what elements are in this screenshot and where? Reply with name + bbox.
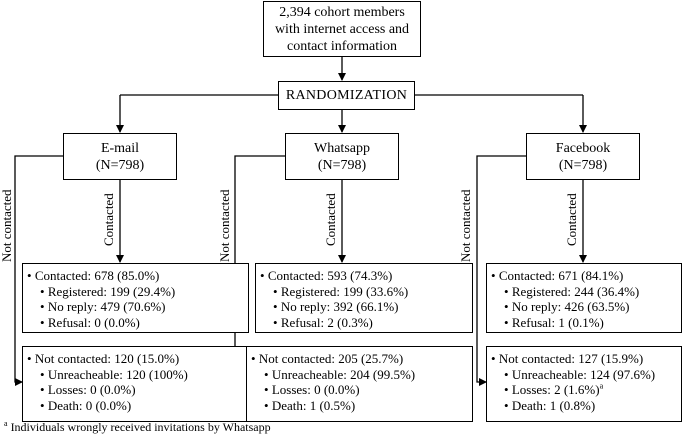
refusal-count: • Refusal: 2 (0.3%) — [273, 314, 373, 330]
contacted-total: • Contacted: 593 (74.3%) — [260, 268, 393, 283]
arm-name: Facebook — [555, 140, 611, 156]
losses-count: • Losses: 0 (0.0%) — [264, 382, 360, 397]
randomization-box: RANDOMIZATION — [278, 81, 415, 110]
footnote-text: Individuals wrongly received invitations… — [7, 420, 271, 434]
death-count: • Death: 1 (0.5%) — [264, 397, 356, 413]
arm-name: Whatsapp — [314, 140, 370, 156]
unreachable-count: • Unreacheable: 204 (99.5%) — [264, 366, 416, 382]
source-line-2: with internet access and — [274, 21, 410, 37]
no-reply-count: • No reply: 426 (63.5%) — [504, 299, 630, 314]
contacted-total: • Contacted: 678 (85.0%) — [27, 268, 160, 283]
contacted-label-email: Contacted — [101, 193, 116, 246]
no-reply-count: • No reply: 479 (70.6%) — [40, 299, 166, 314]
source-line-1: 2,394 cohort members — [279, 4, 405, 20]
not-contacted-total: • Not contacted: 120 (15.0%) — [27, 351, 180, 366]
arm-n: (N=798) — [317, 157, 367, 173]
contacted-total: • Contacted: 671 (84.1%) — [491, 268, 624, 283]
facebook-not-contacted-box: • Not contacted: 127 (15.9%) • Unreachea… — [486, 346, 682, 422]
whatsapp-contacted-box: • Contacted: 593 (74.3%) • Registered: 1… — [255, 263, 473, 333]
email-not-contacted-box: • Not contacted: 120 (15.0%) • Unreachea… — [22, 346, 249, 422]
unreachable-count: • Unreacheable: 124 (97.6%) — [504, 366, 656, 382]
death-count: • Death: 0 (0.0%) — [40, 397, 132, 413]
arm-whatsapp-box: Whatsapp (N=798) — [285, 133, 399, 180]
refusal-count: • Refusal: 1 (0.1%) — [504, 314, 604, 330]
not-contacted-total: • Not contacted: 205 (25.7%) — [251, 351, 404, 366]
death-count: • Death: 1 (0.8%) — [504, 397, 596, 413]
not-contacted-label-email: Not contacted — [0, 189, 14, 262]
footnote-marker: a — [599, 381, 604, 391]
source-line-3: contact information — [286, 38, 398, 54]
not-contacted-label-facebook: Not contacted — [458, 189, 473, 262]
losses-count: • Losses: 0 (0.0%) — [40, 382, 136, 397]
registered-count: • Registered: 244 (36.4%) — [504, 283, 640, 299]
arm-name: E-mail — [100, 140, 140, 156]
not-contacted-total: • Not contacted: 127 (15.9%) — [491, 351, 644, 366]
footnote-marker: a — [4, 419, 8, 428]
email-contacted-box: • Contacted: 678 (85.0%) • Registered: 1… — [22, 263, 249, 333]
footnote: a Individuals wrongly received invitatio… — [4, 420, 271, 435]
contacted-label-whatsapp: Contacted — [323, 193, 338, 246]
unreachable-count: • Unreacheable: 120 (100%) — [40, 366, 188, 382]
refusal-count: • Refusal: 0 (0.0%) — [40, 314, 140, 330]
whatsapp-not-contacted-box: • Not contacted: 205 (25.7%) • Unreachea… — [246, 346, 473, 422]
source-population-box: 2,394 cohort members with internet acces… — [263, 1, 421, 57]
facebook-contacted-box: • Contacted: 671 (84.1%) • Registered: 2… — [486, 263, 682, 333]
losses-count: • Losses: 2 (1.6%)a — [504, 381, 604, 397]
arm-n: (N=798) — [558, 157, 608, 173]
arm-email-box: E-mail (N=798) — [63, 133, 177, 180]
randomization-label: RANDOMIZATION — [285, 87, 408, 103]
no-reply-count: • No reply: 392 (66.1%) — [273, 299, 399, 314]
arm-facebook-box: Facebook (N=798) — [526, 133, 640, 180]
registered-count: • Registered: 199 (33.6%) — [273, 283, 409, 299]
not-contacted-label-whatsapp: Not contacted — [217, 189, 232, 262]
contacted-label-facebook: Contacted — [564, 193, 579, 246]
registered-count: • Registered: 199 (29.4%) — [40, 283, 176, 299]
arm-n: (N=798) — [95, 157, 145, 173]
